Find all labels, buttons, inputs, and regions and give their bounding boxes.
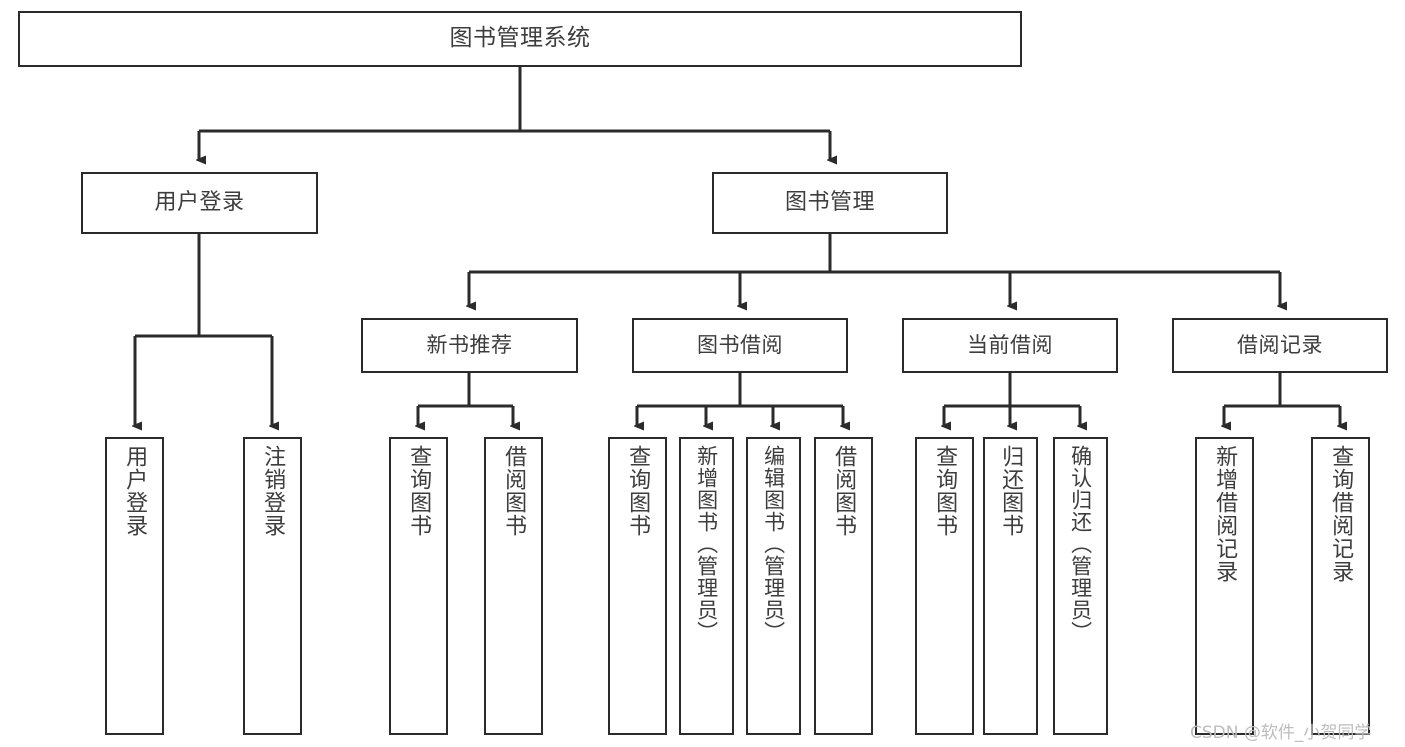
node-borrow-edit-book-label: 编辑图书（管理员）: [761, 445, 786, 643]
node-record-add-label: 新增借阅记录: [1212, 445, 1238, 583]
node-book-borrow-label: 图书借阅: [697, 333, 783, 358]
node-user-login-label: 用户登录: [154, 190, 245, 216]
node-borrow-record[interactable]: 借阅记录: [1172, 318, 1388, 373]
node-recommend-borrow-book[interactable]: 借阅图书: [484, 437, 543, 735]
node-borrow-borrow-book-label: 借阅图书: [831, 445, 857, 537]
node-book-borrow[interactable]: 图书借阅: [632, 318, 848, 373]
node-borrow-record-label: 借阅记录: [1237, 333, 1323, 358]
node-root[interactable]: 图书管理系统: [18, 11, 1022, 67]
node-book-manage[interactable]: 图书管理: [712, 172, 948, 234]
node-recommend-query-book-label: 查询图书: [406, 445, 432, 537]
node-borrow-borrow-book[interactable]: 借阅图书: [814, 437, 873, 735]
node-root-label: 图书管理系统: [449, 25, 591, 52]
node-record-add[interactable]: 新增借阅记录: [1195, 437, 1254, 735]
node-current-query-book[interactable]: 查询图书: [915, 437, 974, 735]
node-recommend-query-book[interactable]: 查询图书: [389, 437, 448, 735]
node-borrow-add-book[interactable]: 新增图书（管理员）: [679, 437, 734, 735]
node-borrow-add-book-label: 新增图书（管理员）: [694, 445, 719, 643]
node-new-book-recommend[interactable]: 新书推荐: [361, 318, 578, 373]
node-record-query-label: 查询借阅记录: [1328, 445, 1354, 583]
node-current-query-book-label: 查询图书: [932, 445, 958, 537]
node-recommend-borrow-book-label: 借阅图书: [501, 445, 527, 537]
node-current-return-book[interactable]: 归还图书: [983, 437, 1038, 735]
node-book-manage-label: 图书管理: [784, 190, 875, 216]
node-current-return-book-label: 归还图书: [998, 445, 1024, 537]
node-current-borrow[interactable]: 当前借阅: [902, 318, 1118, 373]
node-borrow-query-book-label: 查询图书: [625, 445, 651, 537]
node-user-logout[interactable]: 注销登录: [243, 437, 302, 735]
node-record-query[interactable]: 查询借阅记录: [1311, 437, 1370, 735]
node-current-confirm-return-label: 确认归还（管理员）: [1068, 445, 1093, 643]
node-current-borrow-label: 当前借阅: [967, 333, 1053, 358]
node-user-login-do[interactable]: 用户登录: [105, 437, 164, 735]
node-new-book-recommend-label: 新书推荐: [426, 333, 513, 358]
node-user-login-do-label: 用户登录: [122, 445, 148, 537]
node-user-logout-label: 注销登录: [260, 445, 286, 537]
node-user-login[interactable]: 用户登录: [81, 172, 318, 234]
csdn-watermark: CSDN @软件_小贺同学: [1190, 723, 1372, 743]
node-borrow-query-book[interactable]: 查询图书: [608, 437, 667, 735]
node-borrow-edit-book[interactable]: 编辑图书（管理员）: [746, 437, 801, 735]
node-current-confirm-return[interactable]: 确认归还（管理员）: [1053, 437, 1108, 735]
